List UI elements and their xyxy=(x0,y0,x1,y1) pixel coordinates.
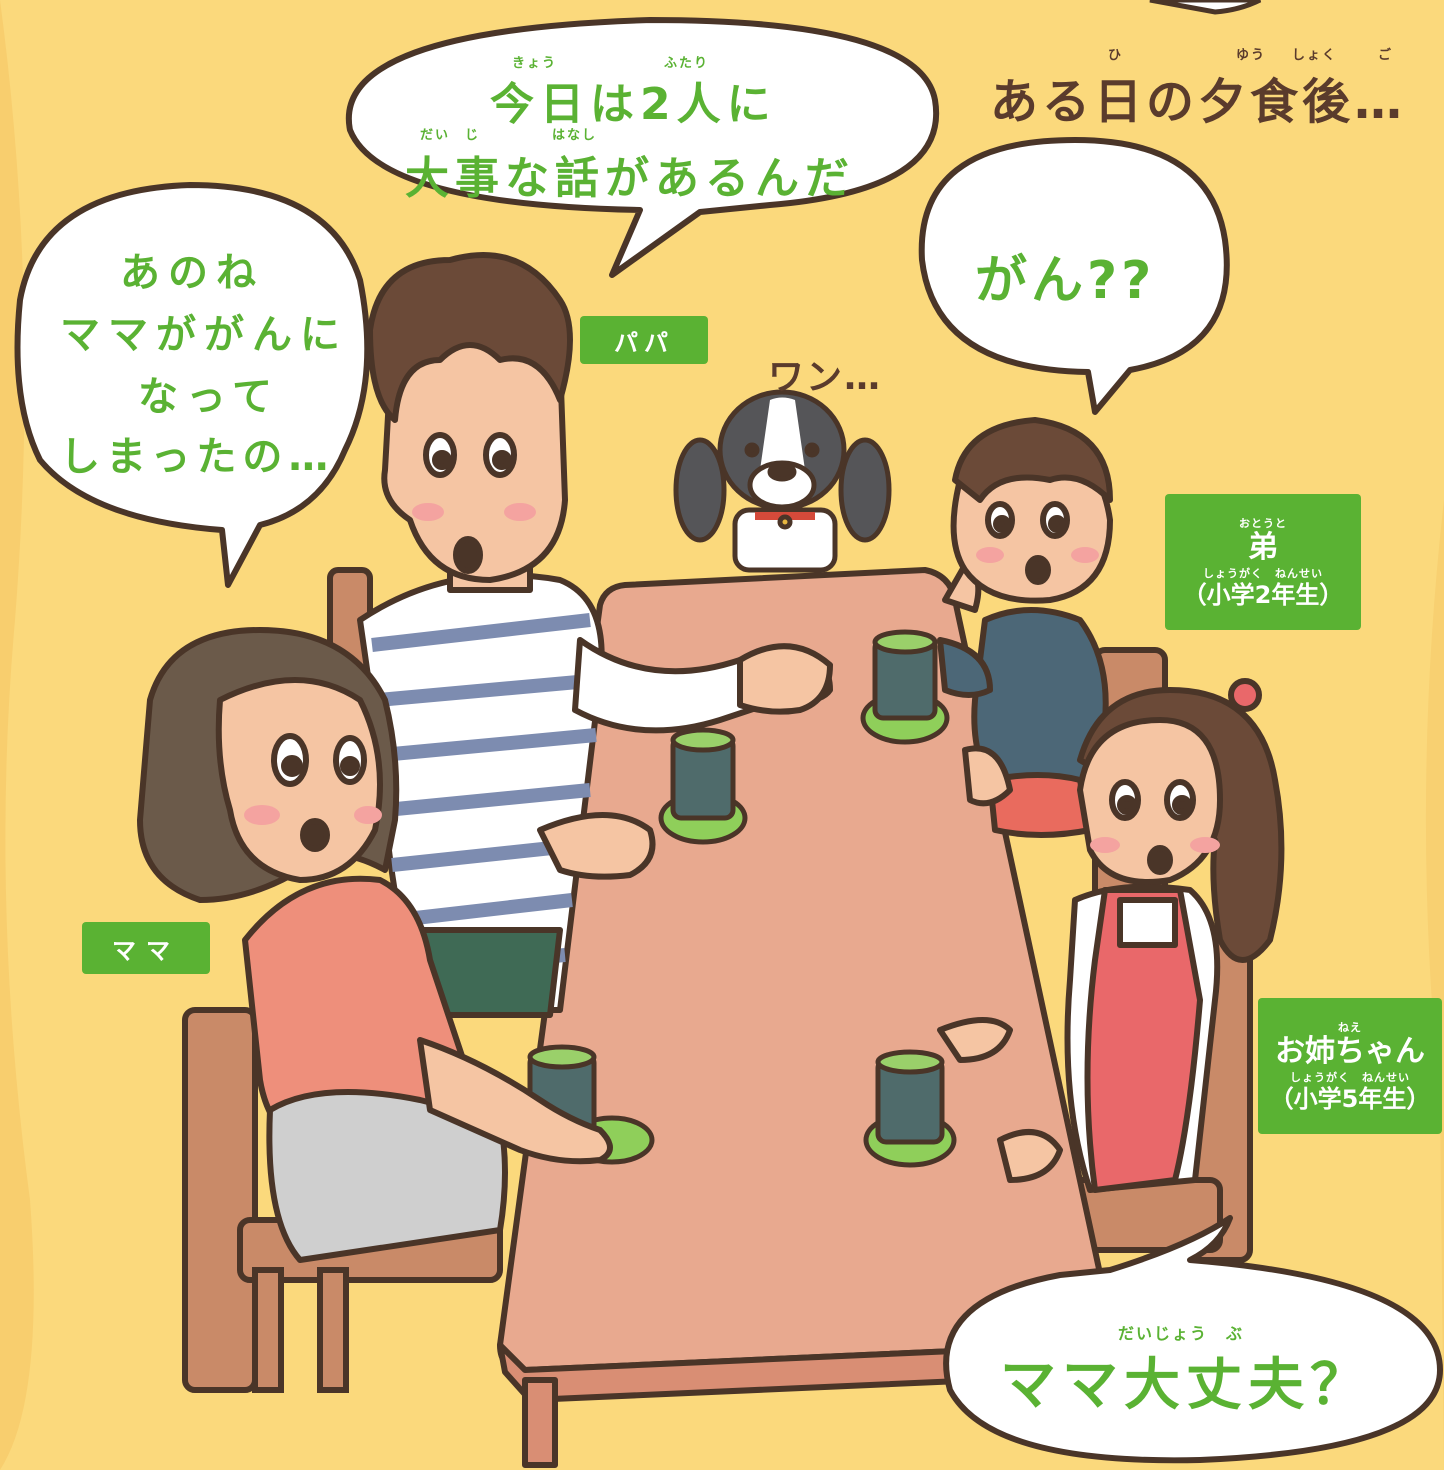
bubble-papa xyxy=(345,17,940,278)
papa-ruby-hanashi: はなし xyxy=(552,128,598,143)
name-tag-brother-ruby: おとうと xyxy=(1239,517,1287,530)
mama-speech-line3: なって xyxy=(138,374,280,420)
name-tag-sister-ruby: ねえ xyxy=(1338,1021,1362,1034)
papa-ruby-daiji: だい じ xyxy=(420,128,481,143)
name-tag-brother-grade: （小学2年生） xyxy=(1182,581,1344,609)
name-tag-papa-label: パパ xyxy=(614,328,674,357)
partial-bubble-top-right xyxy=(1149,0,1262,15)
name-tag-mama: ママ xyxy=(82,922,210,974)
sister-speech-ruby: だいじょう ぶ xyxy=(1118,1324,1245,1343)
dog xyxy=(673,389,892,573)
name-tag-sister-name: お姉ちゃん xyxy=(1275,1034,1425,1069)
sister-figure xyxy=(937,678,1285,1193)
tea-cup-1 xyxy=(860,629,950,745)
mama-figure xyxy=(137,627,613,1263)
sister-speech: ママ大丈夫？ xyxy=(1000,1353,1372,1418)
heading-ruby-go: ご xyxy=(1378,48,1394,63)
heading-ruby-hi: ひ xyxy=(1108,48,1124,63)
papa-ruby-futari: ふたり xyxy=(664,56,710,71)
name-tag-brother: おとうと 弟 しょうがく ねんせい （小学2年生） xyxy=(1165,494,1361,630)
tea-cup-2 xyxy=(658,727,748,845)
mama-speech-line1: あのね xyxy=(120,250,264,296)
papa-ruby-kyou: きょう xyxy=(512,56,558,71)
brother-speech: がん?? xyxy=(975,251,1156,311)
heading-ruby-yuu: ゆう xyxy=(1236,48,1267,63)
papa-speech-line2: 大事な話があるんだ xyxy=(405,153,855,204)
mama-speech-line4: しまったの… xyxy=(60,434,335,480)
name-tag-sister: ねえ お姉ちゃん しょうがく ねんせい （小学5年生） xyxy=(1258,998,1442,1134)
scene-heading: ある日の夕食後… xyxy=(990,74,1407,130)
background-edge-left xyxy=(0,0,34,1470)
papa-figure xyxy=(357,252,833,1018)
name-tag-brother-name: 弟 xyxy=(1248,530,1278,565)
papa-speech-line1: 今日は2人に xyxy=(490,79,777,130)
bubble-sister xyxy=(943,1215,1443,1464)
heading-ruby-shoku: しょく xyxy=(1292,48,1338,63)
bubble-brother xyxy=(918,137,1230,415)
name-tag-brother-grade-ruby: しょうがく ねんせい xyxy=(1203,567,1323,580)
name-tag-sister-grade: （小学5年生） xyxy=(1269,1085,1431,1113)
name-tag-mama-label: ママ xyxy=(112,936,180,965)
mama-speech-line2: ママががんに xyxy=(60,312,348,358)
brother-figure xyxy=(937,417,1113,838)
bubble-mama xyxy=(14,182,371,588)
dog-speech: ワン… xyxy=(768,357,883,398)
background-edge-right xyxy=(1425,500,1444,1470)
name-tag-sister-grade-ruby: しょうがく ねんせい xyxy=(1290,1071,1410,1084)
tea-cup-3 xyxy=(863,1049,957,1168)
name-tag-papa: パパ xyxy=(580,316,708,364)
